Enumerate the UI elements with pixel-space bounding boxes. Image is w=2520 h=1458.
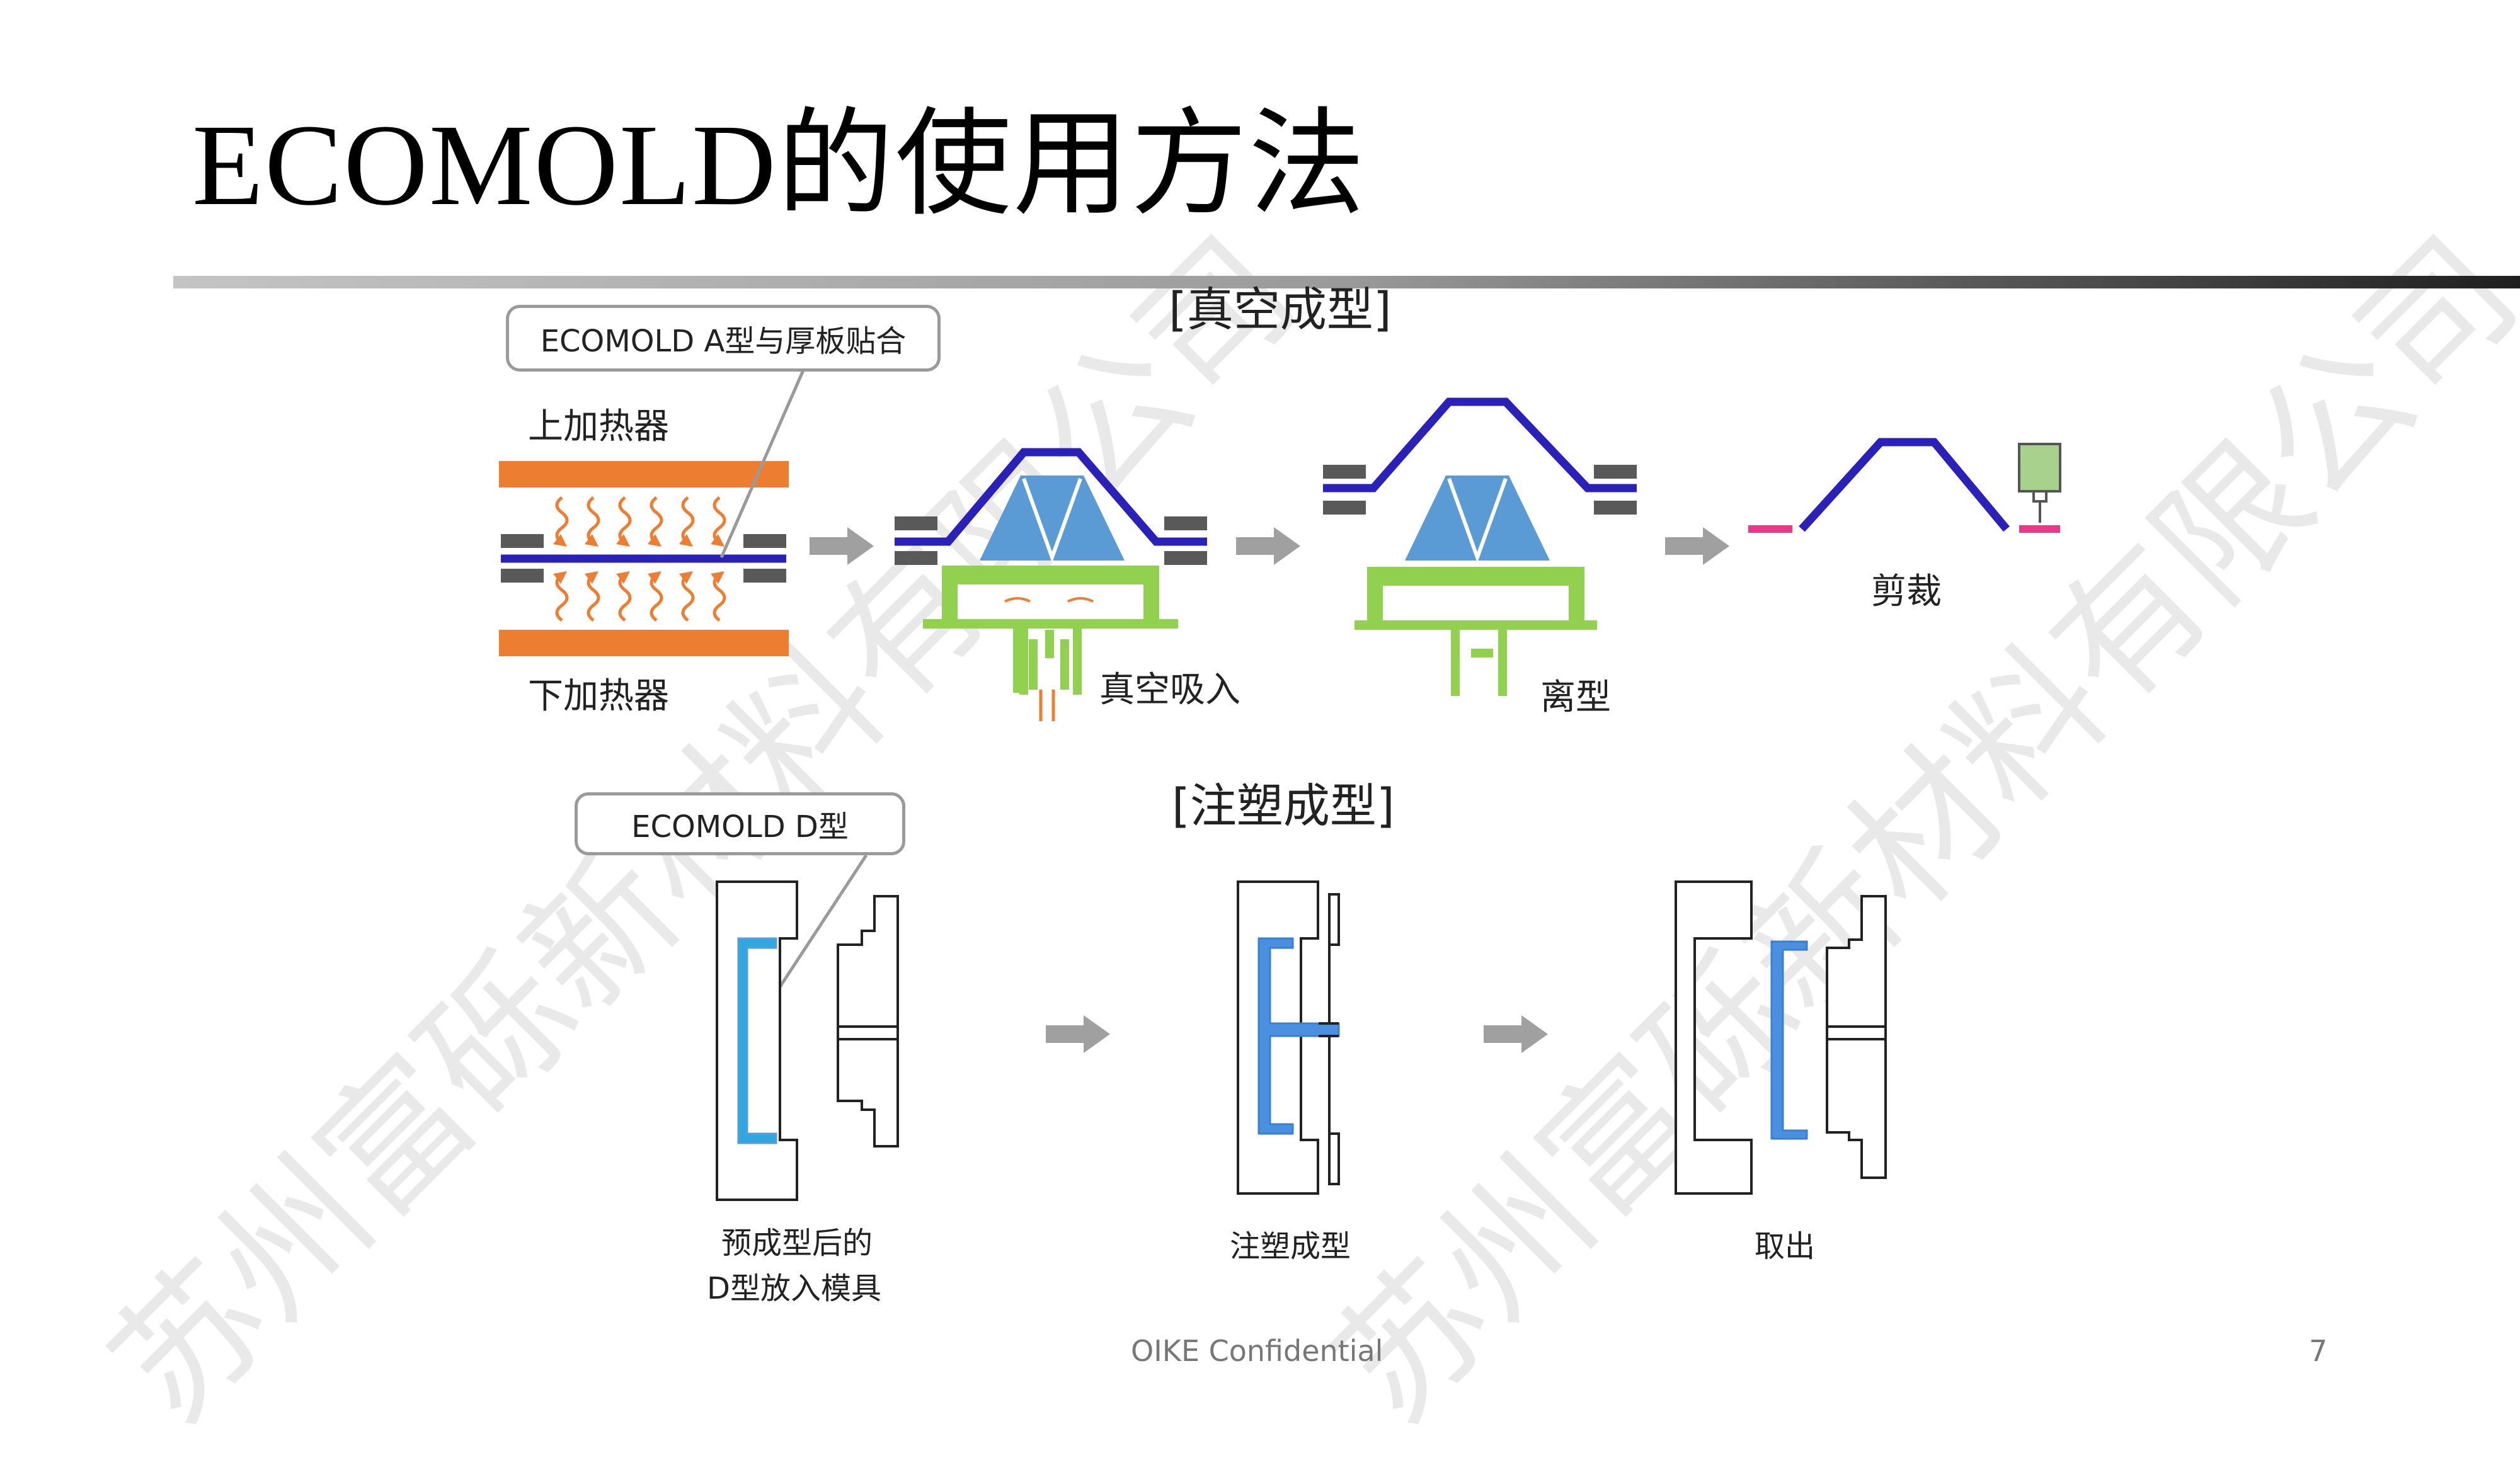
platen-base [923,619,1178,629]
injection-step1-line1: 预成型后的 [721,1226,873,1261]
page-title: ECOMOLD的使用方法 [192,101,1366,230]
arrow-right-icon [1236,527,1300,565]
callout-ecomold-d-text: ECOMOLD D型 [631,809,849,845]
suction-waves [1004,597,1094,603]
suction-marks [1039,690,1055,721]
trim-stage [1748,438,2061,533]
cutter-neck [2032,490,2048,503]
upper-heater-label: 上加热器 [528,406,669,447]
mold-core-half [837,895,899,1148]
page-number: 7 [2309,1334,2328,1368]
injection-stage-3 [1675,880,1887,1195]
suction-label: 真空吸入 [1099,669,1240,710]
lower-heater-label: 下加热器 [528,676,669,717]
clamp-right-top [743,534,786,548]
platen-inner [958,584,1143,620]
mold-block [980,476,1125,561]
clamp [1594,501,1637,515]
trim-label: 剪裁 [1871,571,1942,612]
mold-cavity-half [1237,880,1319,1195]
clamp [895,551,937,565]
release-label: 离型 [1540,677,1611,718]
injection-step1-line2: D型放入模具 [707,1271,881,1306]
arrow-right-icon [1665,527,1729,565]
release-stage [1323,397,1637,696]
lower-heater-bar [499,630,789,656]
valve [1471,649,1493,658]
clamp-right-bottom [743,569,786,583]
injection-stage-1 [716,854,899,1201]
process-arrows [810,527,1729,1053]
clamp [1164,516,1207,530]
clamp [1323,501,1366,515]
mold-block [1405,476,1550,561]
injection-step3: 取出 [1755,1229,1816,1264]
film-lifted [1367,397,1594,493]
clamp [1323,465,1366,479]
heat-waves-up [553,571,726,622]
callout-ecomold-a: ECOMOLD A型与厚板贴合 [506,305,941,372]
clamp [1594,465,1637,479]
clamp-left-bottom [501,569,544,583]
clamp [1164,551,1207,565]
mold-split [1022,477,1082,563]
arrow-right-icon [1484,1015,1548,1053]
clamp [895,516,937,530]
formed-part [1799,438,2010,532]
mold-cavity-half [716,880,798,1201]
arrow-right-icon [810,527,874,565]
platen-base [1354,620,1597,630]
injection-step2: 注塑成型 [1230,1229,1351,1264]
callout-a-leader [719,369,805,559]
platen-inner [1383,586,1569,621]
vacuum-suction-stage [895,448,1207,721]
removed-part [1770,940,1808,1140]
mold-core-half [1328,893,1340,1185]
mold-split [1447,477,1508,563]
injection-section-label: [注塑成型] [1172,779,1395,833]
vacuum-valve [1045,630,1054,658]
clamp-left-top [501,534,544,548]
vacuum-section-label: [真空成型] [1169,283,1392,337]
heat-waves-down [553,496,726,547]
footer-confidential: OIKE Confidential [1131,1334,1383,1368]
ecomold-d-part [737,937,777,1144]
mold-cavity-half [1675,880,1753,1195]
upper-heater-bar [499,461,789,487]
callout-ecomold-d: ECOMOLD D型 [575,792,905,855]
process-diagram [499,369,2061,1201]
callout-ecomold-a-text: ECOMOLD A型与厚板贴合 [540,324,907,359]
injection-stage-2 [1237,880,1340,1195]
heating-stage [499,369,805,656]
mold-core-half [1826,895,1887,1179]
arrow-right-icon [1046,1015,1110,1053]
cutter-icon [2018,443,2061,493]
title-rule [173,276,2520,288]
